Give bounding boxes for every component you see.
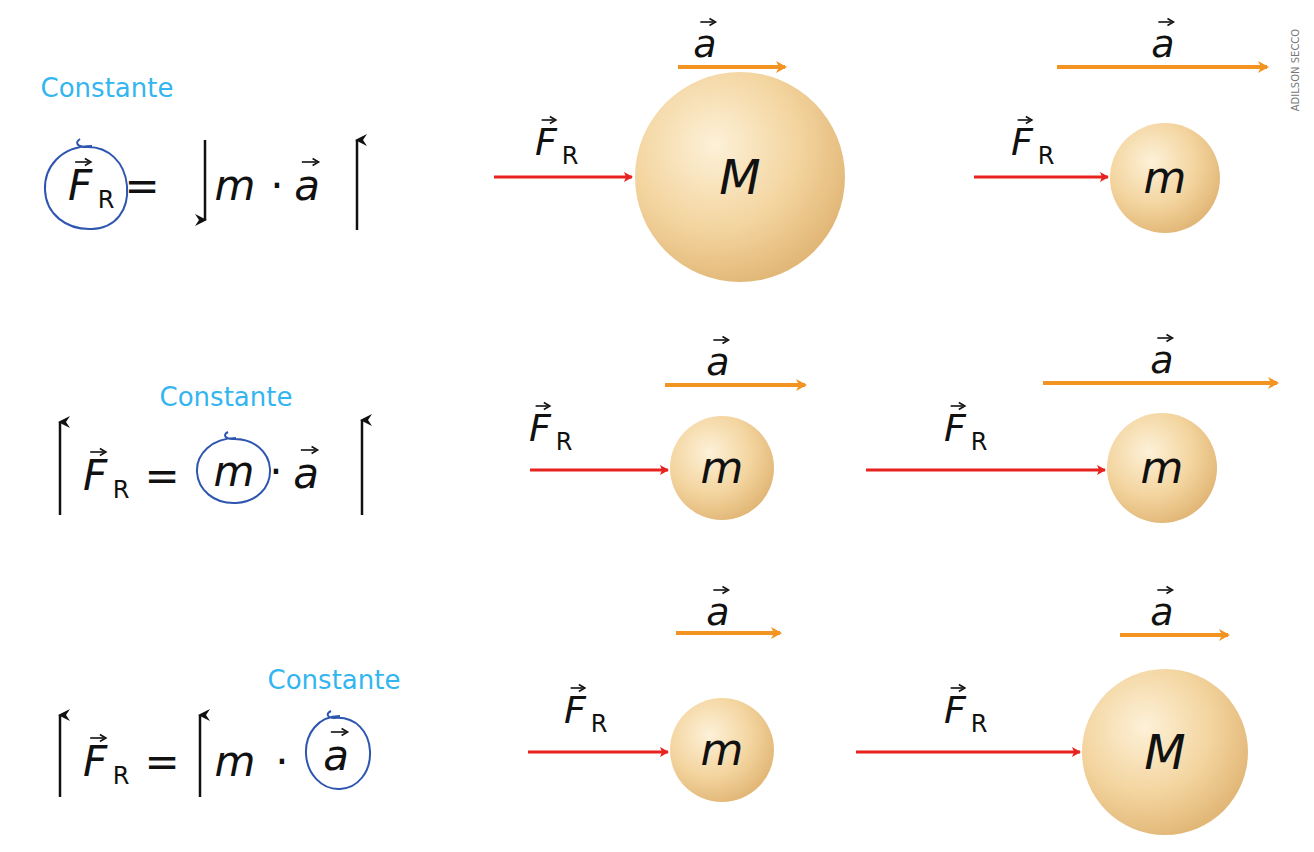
acceleration-arrow xyxy=(665,67,1277,635)
constant-note: Constante xyxy=(41,75,174,101)
subscript: R xyxy=(556,430,573,454)
subscript: R xyxy=(1038,144,1055,168)
formula-symbol: m xyxy=(215,165,256,207)
force-arrow xyxy=(494,177,1108,752)
mass-ball: m xyxy=(670,698,774,802)
subscript: R xyxy=(98,188,115,212)
mass-symbol: M xyxy=(1144,728,1185,776)
vector-label: F xyxy=(944,409,966,447)
constant-note: Constante xyxy=(268,667,401,693)
vector-label: F xyxy=(529,409,551,447)
vector-label: a xyxy=(1150,341,1173,379)
formula-symbol: m xyxy=(215,741,256,783)
formula-symbol: a xyxy=(294,165,320,207)
formula-symbol: a xyxy=(293,453,319,495)
formula-symbol: F xyxy=(83,455,107,497)
mass-symbol: m xyxy=(1144,156,1187,200)
formula-operator: = xyxy=(124,165,159,207)
vector-label: a xyxy=(706,343,729,381)
mass-ball: M xyxy=(635,72,845,282)
formula-symbol: m xyxy=(214,451,255,493)
vector-label: F xyxy=(535,123,557,161)
vector-label: a xyxy=(693,25,716,63)
formula-operator: = xyxy=(144,455,179,497)
formula-operator: · xyxy=(269,451,282,493)
formula-operator: = xyxy=(144,741,179,783)
subscript: R xyxy=(113,764,130,788)
vector-label: a xyxy=(1151,25,1174,63)
mass-symbol: M xyxy=(719,153,760,201)
constant-note: Constante xyxy=(160,384,293,410)
subscript: R xyxy=(971,712,988,736)
formula-symbol: a xyxy=(323,735,349,777)
formula-symbol: F xyxy=(68,165,92,207)
mass-ball: m xyxy=(1107,413,1217,523)
formula-operator: · xyxy=(275,741,288,783)
subscript: R xyxy=(113,478,130,502)
mass-ball: M xyxy=(1082,669,1248,835)
watermark: ADILSON SECCO xyxy=(1291,29,1301,111)
vector-label: F xyxy=(564,691,586,729)
formula-symbol: F xyxy=(83,741,107,783)
subscript: R xyxy=(591,712,608,736)
mass-symbol: m xyxy=(1141,446,1184,490)
mass-ball: m xyxy=(1110,123,1220,233)
vector-label: a xyxy=(706,593,729,631)
vector-label: F xyxy=(1011,123,1033,161)
formula-operator: · xyxy=(270,165,283,207)
vector-label: F xyxy=(944,691,966,729)
mass-symbol: m xyxy=(701,446,744,490)
subscript: R xyxy=(971,430,988,454)
mass-symbol: m xyxy=(701,728,744,772)
trend-arrow xyxy=(60,140,362,797)
subscript: R xyxy=(562,144,579,168)
mass-ball: m xyxy=(670,416,774,520)
vector-label: a xyxy=(1150,593,1173,631)
